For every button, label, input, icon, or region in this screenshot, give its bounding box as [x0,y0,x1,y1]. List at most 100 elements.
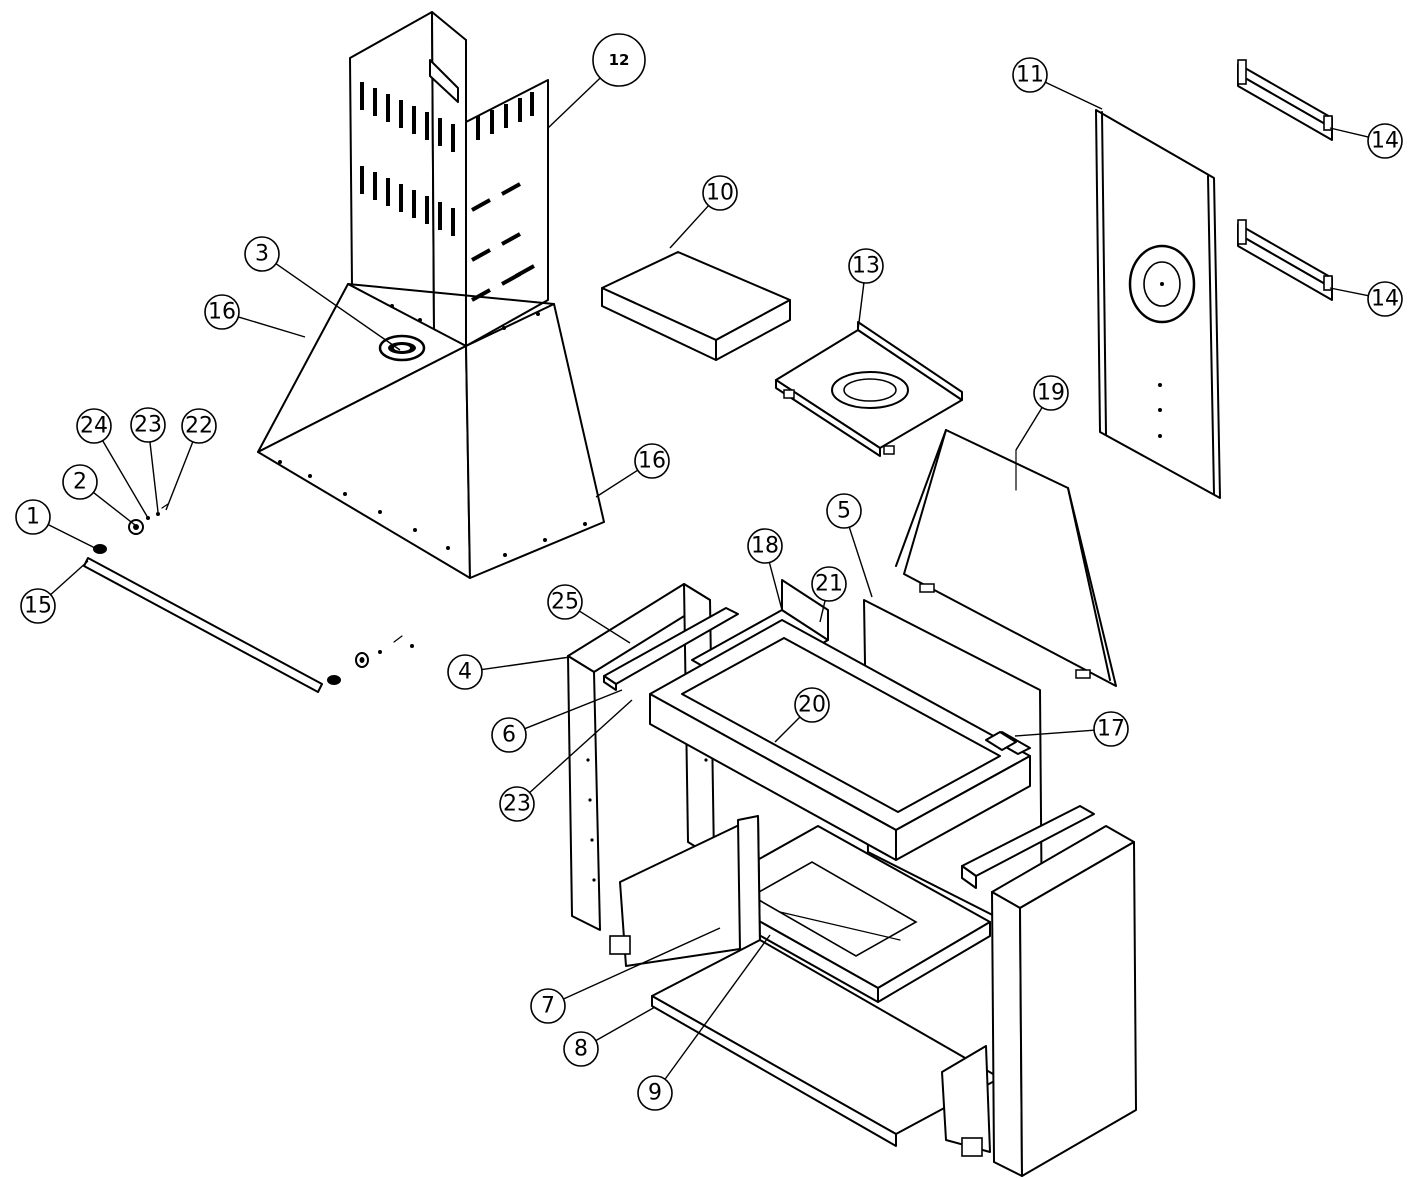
callout-3: 3 [244,236,401,351]
right-side-frame [941,825,1137,1177]
callout-leader-line [579,610,631,644]
callout-number: 11 [1016,63,1044,88]
flue-collar-plate [775,321,963,457]
callout-1: 1 [15,499,96,549]
callout-circle [244,236,280,272]
hood-assembly [257,283,605,579]
logo-badge [378,334,426,362]
callout-leader-line [50,560,89,596]
callout-number: 13 [852,254,880,279]
callout-circle [1367,281,1403,317]
mounting-bracket-lower [1237,219,1333,301]
callout-circle [530,988,566,1024]
callout-number: 19 [1037,381,1065,406]
callout-circle [563,1031,599,1067]
callout-11: 11 [1012,57,1103,110]
callout-number: 20 [798,693,826,718]
support-rod-assembly [83,503,414,693]
callout-13: 13 [848,248,884,331]
callout-circle [811,566,847,602]
callout-leader-line [819,600,826,623]
callout-number: 7 [541,994,555,1019]
callout-leader-line [595,469,639,498]
callout-18: 18 [747,528,783,611]
callout-12: 12 [547,33,646,129]
callout-number: 17 [1097,717,1125,742]
left-inner-panel [609,815,761,967]
callout-number: 24 [80,414,108,439]
right-top-rail [961,731,1095,889]
callout-circle [1012,57,1048,93]
callout-circle [130,407,166,443]
callout-circle [15,499,51,535]
callout-number: 2 [73,470,87,495]
callout-24: 24 [76,408,149,519]
callout-leader-line [1329,287,1369,297]
callout-number: 16 [638,449,666,474]
callout-circle [1367,123,1403,159]
callout-14: 14 [1329,123,1403,159]
hood-screw-dots [278,304,587,557]
callout-8: 8 [563,1006,656,1067]
callout-circle [204,294,240,330]
callout-leader-line [1045,81,1103,110]
callout-number: 14 [1371,287,1399,312]
callout-circle [447,654,483,690]
callout-4: 4 [447,654,571,690]
callout-leader-line [848,526,873,598]
callout-circle [794,687,830,723]
callout-leader-line [774,716,801,743]
callout-20: 20 [774,687,830,743]
callout-16: 16 [595,443,670,498]
callout-leader-line [524,689,623,730]
callout-leader-line [92,491,136,526]
callout-number: 12 [609,51,630,69]
callout-leader-line [563,927,721,1000]
callout-circle [499,786,535,822]
callout-number: 4 [458,660,472,685]
chimney-vent-slots [360,82,535,302]
callout-leader-line [47,523,96,549]
callout-leader-line [275,263,401,351]
callout-leader-line [1014,729,1095,737]
callout-number: 23 [503,792,531,817]
callout-2: 2 [62,464,136,526]
part-callouts: 1234567891011121314141516161718192021222… [15,33,1403,1111]
callout-6: 6 [491,689,623,753]
callout-22: 22 [165,408,217,511]
callout-21: 21 [811,566,847,623]
callout-number: 22 [185,414,213,439]
callout-23: 23 [130,407,166,513]
callout-number: 18 [751,534,779,559]
callout-circle [20,588,56,624]
callout-leader-line [547,77,601,129]
callout-5: 5 [826,493,873,598]
cross-bracket [603,607,739,691]
callout-circle [1033,375,1069,411]
callout-10: 10 [669,175,738,249]
callout-number: 5 [837,499,851,524]
callout-23: 23 [499,699,633,822]
firebox-top-frame [649,619,1031,861]
callout-circle [747,528,783,564]
callout-circle [491,717,527,753]
callout-number: 15 [24,594,52,619]
callout-circle [181,408,217,444]
top-panel [601,251,791,361]
callout-circle [1093,711,1129,747]
callout-leader-line [149,441,159,513]
callout-number: 10 [706,181,734,206]
callout-circle [826,493,862,529]
callout-circle [848,248,884,284]
callout-leader-line [1015,407,1043,451]
bottom-panel [651,939,1001,1147]
callout-leader-line [165,441,194,511]
callout-leader-line [595,1006,656,1042]
callout-circle [592,33,646,87]
callout-16: 16 [204,294,306,338]
callout-25: 25 [547,584,631,644]
rear-baffle [895,429,1117,687]
callout-leader-line [768,562,783,611]
callout-number: 9 [648,1081,662,1106]
